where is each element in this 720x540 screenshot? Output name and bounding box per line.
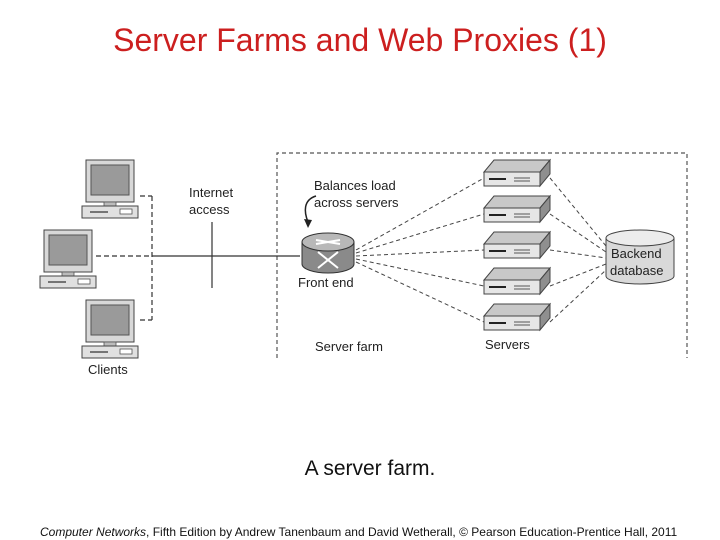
client-computer-1: [81, 159, 139, 219]
front-end-to-servers-links: [355, 177, 485, 323]
server-5: [483, 303, 551, 331]
server-3: [483, 231, 551, 259]
server-4: [483, 267, 551, 295]
label-backend-line1: Backend: [611, 246, 662, 261]
label-balances-line2: across servers: [314, 195, 399, 210]
balance-arrow-head: [304, 219, 312, 228]
figure-caption: A server farm.: [304, 457, 436, 480]
footer-book-title: Computer Networks: [40, 525, 147, 539]
backend-database-icon: [605, 229, 675, 285]
label-internet-line1: Internet: [189, 185, 233, 200]
label-clients: Clients: [88, 362, 128, 377]
front-end-router-icon: [301, 232, 355, 274]
client-computer-2: [39, 229, 97, 289]
label-balances-line1: Balances load: [314, 178, 396, 193]
servers-to-database-links: [549, 177, 607, 323]
label-server-farm: Server farm: [315, 339, 383, 354]
label-servers: Servers: [485, 337, 530, 352]
server-1: [483, 159, 551, 187]
footer-citation: Computer Networks, Fifth Edition by Andr…: [40, 525, 677, 539]
slide-title: Server Farms and Web Proxies (1): [113, 22, 607, 58]
label-internet-line2: access: [189, 202, 230, 217]
label-backend-line2: database: [610, 263, 664, 278]
server-farm-boundary: [276, 152, 688, 358]
client-computer-3: [81, 299, 139, 359]
label-front-end: Front end: [298, 275, 354, 290]
footer-rest: , Fifth Edition by Andrew Tanenbaum and …: [146, 525, 678, 539]
server-2: [483, 195, 551, 223]
